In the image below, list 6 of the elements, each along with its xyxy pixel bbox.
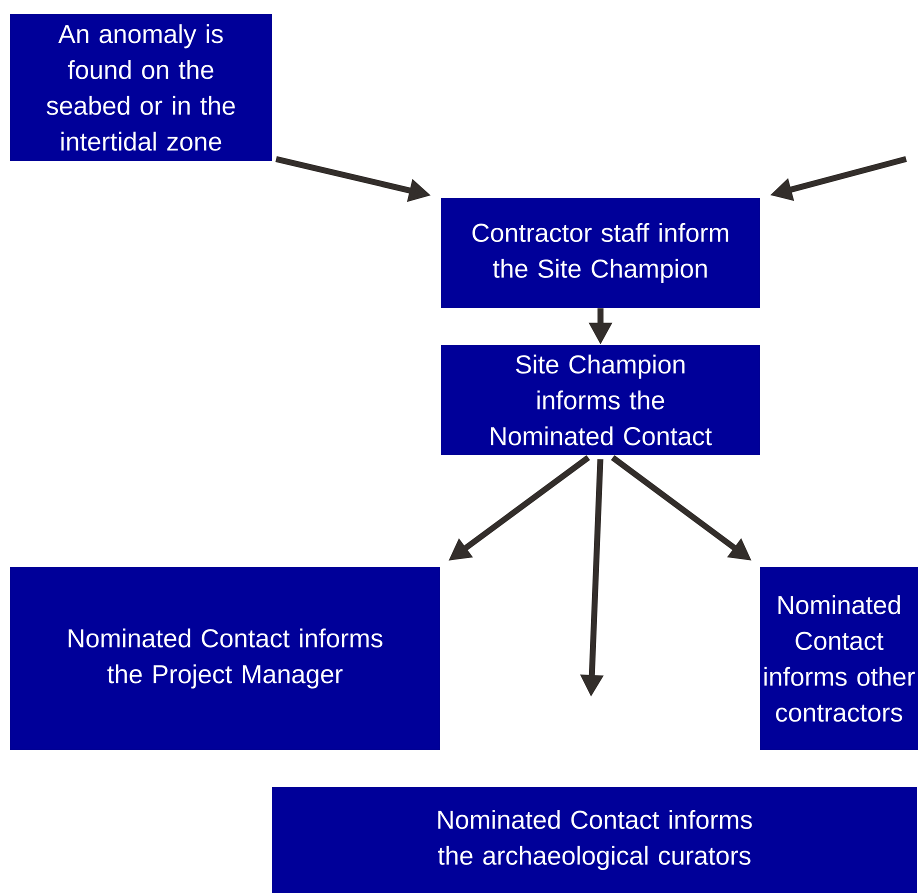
- process-box: Contractor staff inform the Site Champion: [441, 198, 760, 308]
- process-box: Site Champion informs the Nominated Contact: [441, 344, 760, 455]
- process-box: Nominated Contact informs the archaeological curators: [272, 786, 917, 893]
- process-box: Nominated Contact informs the Project Manager: [10, 566, 440, 750]
- process-box: Nominated Contact informs other contractors: [760, 566, 918, 750]
- process-box: An anomaly is found on the seabed or in the intertidal zone: [10, 14, 272, 161]
